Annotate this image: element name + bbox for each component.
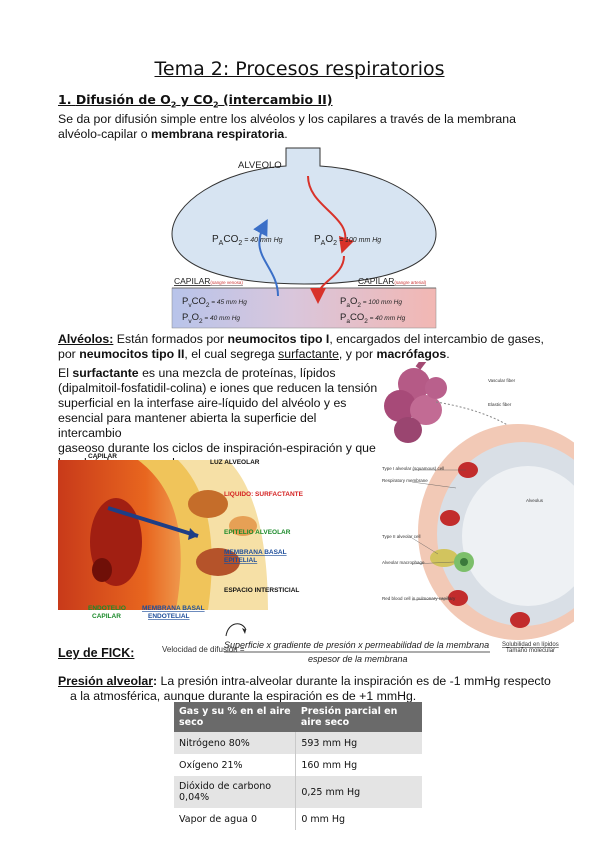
pa-o2-label: PAO2 = 100 mm Hg xyxy=(314,234,381,247)
table-header: Presión parcial en aire seco xyxy=(295,702,422,732)
capilar-left-label: CAPILAR(sangre venosa) xyxy=(174,276,243,286)
diffusion-arrow xyxy=(107,506,199,538)
fick-label: Ley de FICK: xyxy=(58,646,135,660)
o2-arrow-lower xyxy=(310,255,345,304)
pv-co2-label: PvCO2 = 45 mm Hg xyxy=(182,296,247,309)
alveolo-shape xyxy=(171,147,437,285)
alveolar-sac-illustration: Type I alveolar (squamous) cell Respirat… xyxy=(382,362,574,640)
alveolos-paragraph: Alvéolos: Están formados por neumocitos … xyxy=(58,332,544,361)
label-endotel1: ENDOTELIO xyxy=(88,605,126,612)
svg-text:Elastic fiber: Elastic fiber xyxy=(488,402,512,407)
red-blood-cell xyxy=(458,462,478,478)
label-capilar: CAPILAR xyxy=(88,453,117,460)
pv-o2-label: PvO2 = 40 mm Hg xyxy=(182,312,240,325)
page-title: Tema 2: Procesos respiratorios xyxy=(154,58,445,80)
svg-text:Solubilidad en lípidos: Solubilidad en lípidos xyxy=(502,642,559,648)
svg-text:Alveolar macrophage: Alveolar macrophage xyxy=(382,560,425,565)
table-row: Dióxido de carbono 0,04%0,25 mm Hg xyxy=(174,776,422,808)
svg-text:Vascular fiber: Vascular fiber xyxy=(488,378,516,383)
label-luz: LUZ ALVEOLAR xyxy=(210,459,260,466)
label-membrana1: MEMBRANA BASAL xyxy=(224,549,287,556)
pa-o2-cap-label: PaO2 = 100 mm Hg xyxy=(340,296,402,309)
svg-text:Respiratory membrane: Respiratory membrane xyxy=(382,478,428,483)
label-espacio: ESPACIO INTERSTICIAL xyxy=(224,587,299,594)
alveolo-capilar-diagram: ALVEOLO PACO2 = 40 mm Hg PAO2 = 100 mm H… xyxy=(171,147,437,329)
capilar-band xyxy=(171,287,437,329)
label-endotel2: CAPILAR xyxy=(92,613,121,620)
surfactante-paragraph: El surfactante es una mezcla de proteína… xyxy=(58,366,378,470)
label-mem-endo2: ENDOTELIAL xyxy=(148,613,190,620)
svg-text:Red blood cell in pulmonary ca: Red blood cell in pulmonary capillary xyxy=(382,596,456,601)
table-header: Gas y su % en el aire seco xyxy=(174,702,296,732)
o2-arrow-upper xyxy=(307,175,355,254)
surfactante-illustration: CAPILAR LUZ ALVEOLAR LIQUIDO: SURFACTANT… xyxy=(58,453,304,620)
alveolo-label: ALVEOLO xyxy=(238,160,282,171)
svg-text:Type II alveolar cell: Type II alveolar cell xyxy=(382,534,421,539)
svg-text:Tamaño molecular: Tamaño molecular xyxy=(506,648,555,654)
table-header-row: Gas y su % en el aire seco Presión parci… xyxy=(174,702,422,732)
section-heading-difusion: 1. Difusión de O2 y CO2 (intercambio II) xyxy=(58,92,333,110)
label-membrana2: EPITELIAL xyxy=(224,557,257,564)
svg-text:espesor de la membrana: espesor de la membrana xyxy=(308,654,408,664)
capilar-right-label: CAPILAR(sangre arterial) xyxy=(358,276,427,286)
alveolar-cluster xyxy=(384,362,447,443)
pa-co2-cap-label: PaCO2 = 40 mm Hg xyxy=(340,312,406,325)
label-mem-endo1: MEMBRANA BASAL xyxy=(142,605,205,612)
pa-co2-label: PACO2 = 40 mm Hg xyxy=(212,234,283,247)
label-epitelio: EPITELIO ALVEOLAR xyxy=(224,529,291,536)
table-row: Oxígeno 21%160 mm Hg xyxy=(174,754,422,776)
fick-formula: Velocidad de difusión = Superficie x gra… xyxy=(162,623,559,664)
svg-text:Superficie x gradiente de pres: Superficie x gradiente de presión x perm… xyxy=(224,640,489,650)
alveolar-cell xyxy=(188,490,228,518)
svg-text:Velocidad de difusión =: Velocidad de difusión = xyxy=(162,645,245,654)
svg-text:Alveolus: Alveolus xyxy=(526,498,544,503)
co2-arrow xyxy=(253,218,279,297)
difusion-paragraph: Se da por difusión simple entre los alvé… xyxy=(58,112,516,141)
gas-table: Gas y su % en el aire seco Presión parci… xyxy=(174,702,422,830)
label-liquido: LIQUIDO: SURFACTANTE xyxy=(224,491,304,498)
presion-paragraph: Presión alveolar: La presión intra-alveo… xyxy=(58,674,551,703)
table-row: Nitrógeno 80%593 mm Hg xyxy=(174,732,422,754)
svg-text:Type I alveolar (squamous) cel: Type I alveolar (squamous) cell xyxy=(382,466,444,471)
